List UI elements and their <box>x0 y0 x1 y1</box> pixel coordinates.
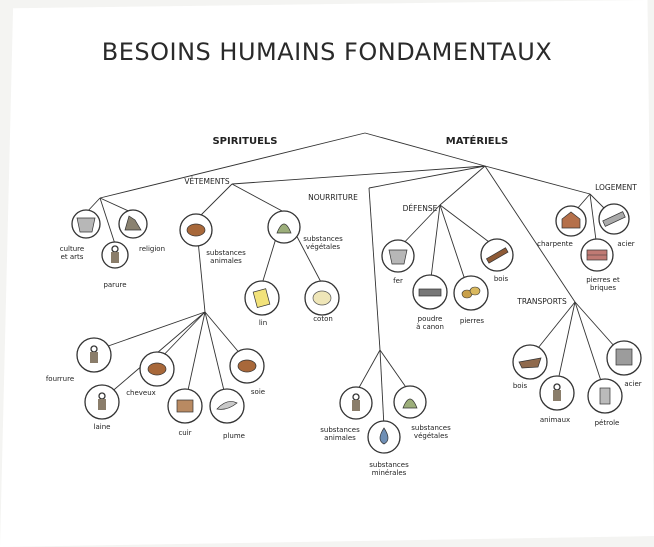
node-plume <box>209 388 245 424</box>
node-nourriture-substances-minerales <box>367 420 401 454</box>
node-cheveux <box>139 351 175 387</box>
node-culture-et-arts <box>71 209 101 239</box>
tree-edge <box>93 311 206 352</box>
label-religion: religion <box>139 245 165 253</box>
category-label-logement: LOGEMENT <box>595 183 637 192</box>
node-transports-acier <box>606 340 642 376</box>
node-defense-bois <box>480 238 514 272</box>
tree-edge <box>231 183 285 213</box>
label-pierres: pierres <box>460 317 484 325</box>
tree-edge <box>574 301 606 394</box>
node-nourriture-substances-animales <box>339 386 373 420</box>
label-fourrure: fourrure <box>46 375 74 383</box>
branch-label-materiels: MATÉRIELS <box>446 134 508 147</box>
node-religion <box>118 209 148 239</box>
node-fourrure <box>76 337 112 373</box>
node-fer <box>381 239 415 273</box>
node-soie <box>229 348 265 384</box>
node-laine <box>84 384 120 420</box>
node-coton <box>304 280 340 316</box>
tree-edge <box>195 183 233 221</box>
node-animaux <box>539 375 575 411</box>
node-transports-bois <box>512 344 548 380</box>
tree-labels: SPIRITUELS MATÉRIELS VÊTEMENTS NOURRITURE DÉ… <box>46 134 642 477</box>
label-plume: plume <box>223 432 245 440</box>
tree-edge <box>555 301 576 391</box>
label-charpente: charpente <box>537 240 573 248</box>
label-soie: soie <box>251 388 265 396</box>
node-lin <box>244 280 280 316</box>
node-poudre-a-canon <box>412 274 448 310</box>
tree-edge <box>231 165 486 185</box>
label-parure: parure <box>103 281 126 289</box>
node-nourriture-substances-vegetales <box>393 385 427 419</box>
tree-nodes <box>71 203 642 454</box>
tree-edge <box>379 349 411 394</box>
tree-edge <box>368 187 381 351</box>
node-vetements-substances-vegetales <box>267 210 301 244</box>
node-pierres-et-briques <box>580 238 614 272</box>
label-fer: fer <box>393 277 403 285</box>
category-label-nourriture: NOURRITURE <box>308 193 358 202</box>
label-cheveux: cheveux <box>126 389 156 397</box>
diagram-title: BESOINS HUMAINS FONDAMENTAUX <box>101 38 553 66</box>
label-coton: coton <box>313 315 333 323</box>
category-label-vetements: VÊTEMENTS <box>184 177 230 186</box>
tree-edge <box>429 204 441 287</box>
tree-edge <box>184 311 206 405</box>
tree-edge <box>355 349 381 394</box>
label-transports-bois: bois <box>513 382 528 390</box>
label-cuir: cuir <box>178 429 191 437</box>
tree-edge <box>484 165 591 195</box>
node-petrole <box>587 378 623 414</box>
label-laine: laine <box>94 423 111 431</box>
tree-edge <box>439 204 498 249</box>
node-cuir <box>167 388 203 424</box>
label-petrole: pétrole <box>595 419 620 427</box>
label-transports-acier: acier <box>624 380 641 388</box>
node-logement-acier <box>598 203 630 235</box>
edge-root-spirituels <box>99 132 366 199</box>
label-defense-bois: bois <box>494 275 509 283</box>
node-charpente <box>555 205 587 237</box>
tree-edge <box>368 165 486 189</box>
label-animaux: animaux <box>540 416 570 424</box>
tree-edge <box>439 165 486 206</box>
branch-label-spirituels: SPIRITUELS <box>212 136 277 147</box>
tree-edge <box>379 349 385 428</box>
tree-edge <box>484 165 576 303</box>
tree-edge <box>204 311 228 404</box>
edge-root-materiels <box>364 132 486 167</box>
tree-edge <box>99 197 116 245</box>
node-pierres <box>453 275 489 311</box>
label-logement-acier: acier <box>617 240 634 248</box>
category-label-transports: TRANSPORTS <box>516 297 567 306</box>
node-vetements-substances-animales <box>179 213 213 247</box>
label-lin: lin <box>259 319 267 327</box>
tree-edge <box>439 204 469 290</box>
category-label-defense: DÉFENSE <box>403 204 438 213</box>
node-parure <box>101 241 129 269</box>
